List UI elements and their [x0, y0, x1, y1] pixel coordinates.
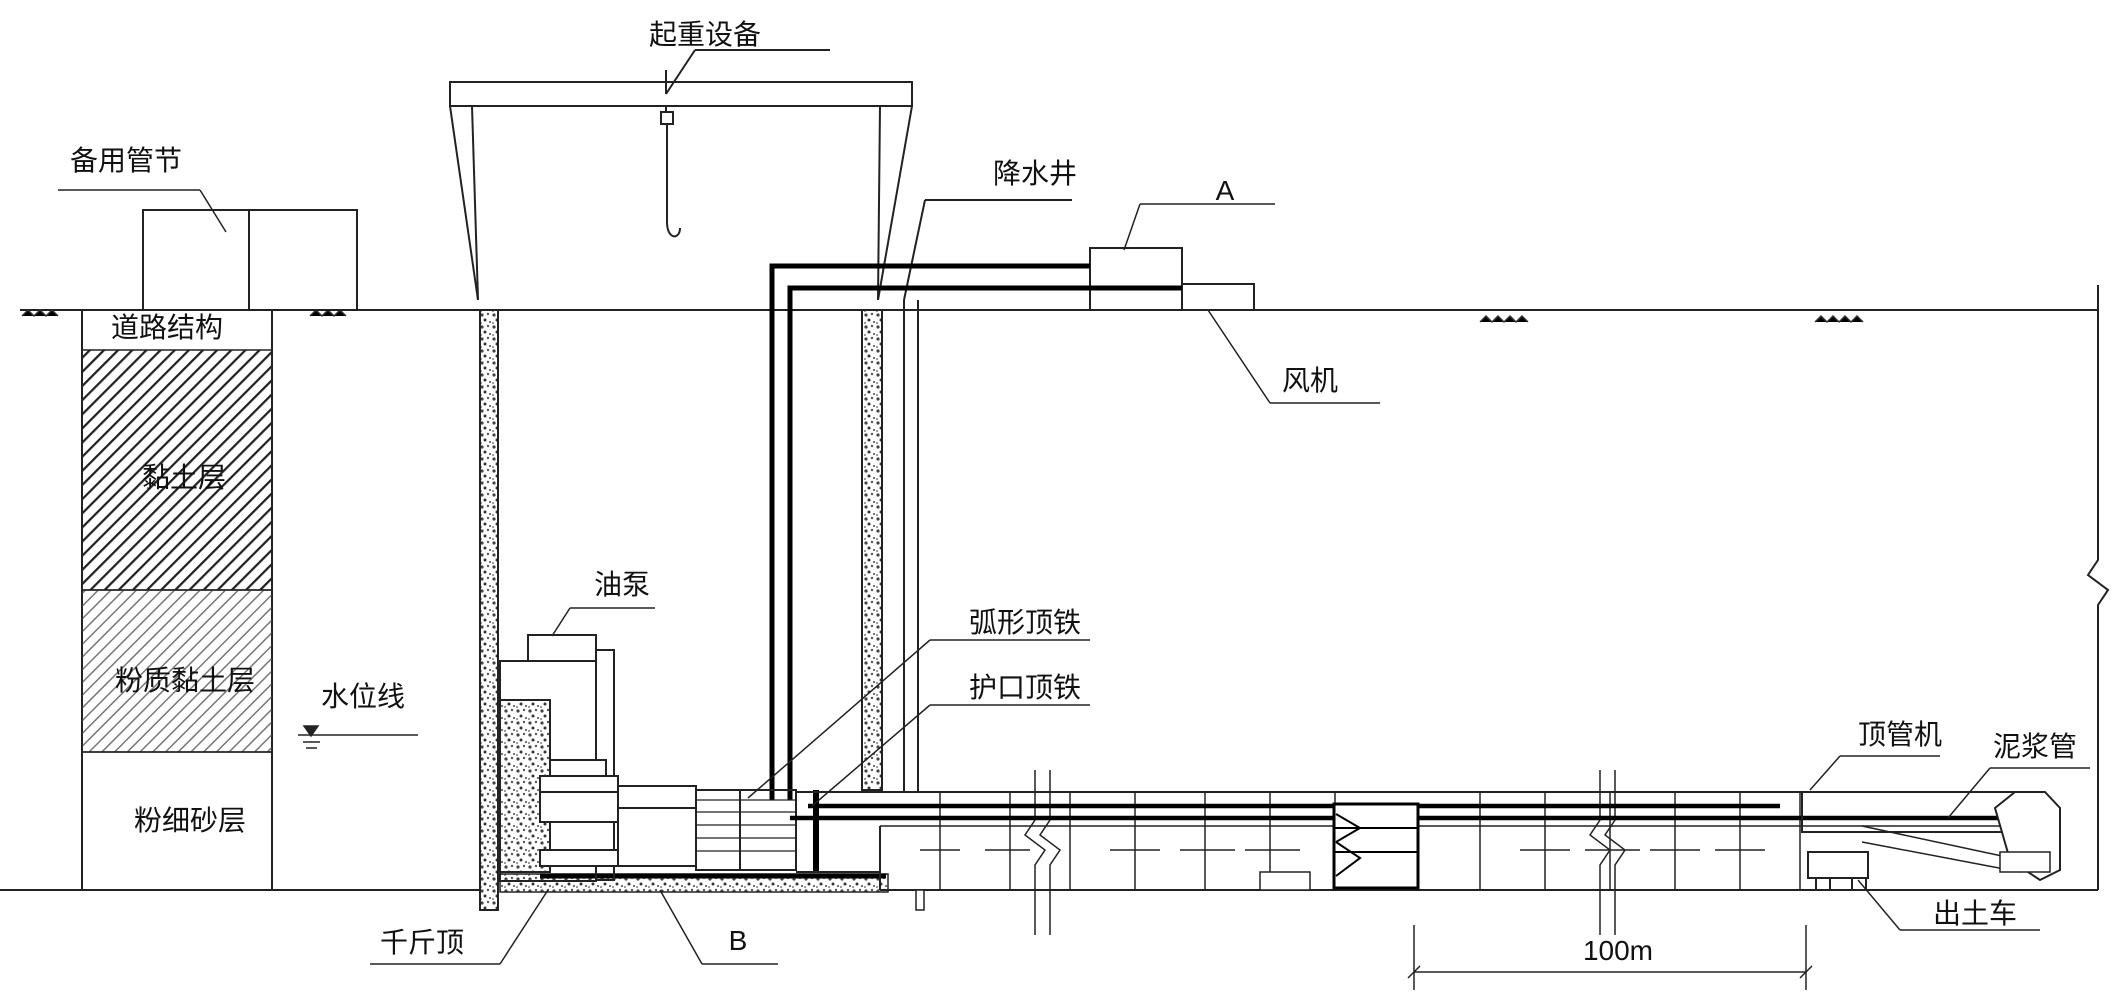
relay-station: [1332, 802, 1420, 890]
pipe-jacking-machine: [1801, 755, 2061, 882]
fine-sand-layer-label: 粉细砂层: [134, 804, 246, 837]
jack-label: 千斤顶: [380, 926, 464, 959]
clay-layer-fill: [81, 349, 273, 591]
fan-label: 风机: [1282, 364, 1338, 397]
spoil-cart-label: 出土车: [1933, 897, 2017, 930]
jacking-equipment: [499, 699, 819, 873]
crane: [449, 49, 913, 301]
crane-hook-icon: [660, 111, 681, 238]
water-level-triangle-icon: [302, 725, 320, 749]
collar-jacking-iron-label: 护口顶铁: [969, 671, 1081, 704]
point-b-label: B: [729, 925, 748, 956]
water-level: [298, 725, 418, 749]
silty-clay-layer-fill: [81, 589, 273, 753]
slurry-pipe-leader: [1947, 767, 2090, 819]
point-a-label: A: [1216, 175, 1235, 206]
spoil-cart: [1807, 851, 2040, 931]
slurry-pipe-label: 泥浆管: [1993, 730, 2077, 763]
bottom-leaders: [370, 889, 778, 965]
pipe-jacking-machine-label: 顶管机: [1858, 718, 1942, 751]
pipe-tunnel: [796, 770, 2098, 935]
soil-column: [0, 309, 490, 891]
ventilation-system: [769, 203, 1380, 800]
shaft-wall-right: [861, 309, 883, 791]
jacking-iron-leaders: [747, 639, 1090, 807]
ground-surface: [20, 285, 2110, 890]
spare-pipe-label: 备用管节: [70, 144, 182, 177]
clay-layer-label: 黏土层: [142, 461, 226, 494]
arc-jacking-iron-label: 弧形顶铁: [969, 606, 1081, 639]
oil-pump-label: 油泵: [594, 568, 650, 601]
crane-label: 起重设备: [649, 18, 761, 51]
water-level-label: 水位线: [321, 680, 405, 713]
spare-pipe-sections: [58, 189, 358, 311]
shaft-wall-left: [479, 309, 499, 911]
road-structure-label: 道路结构: [111, 311, 223, 344]
dewatering-well-label: 降水井: [993, 157, 1077, 190]
dimension-line: [1407, 925, 1813, 990]
dimension-label: 100m: [1583, 935, 1653, 966]
silty-clay-layer-label: 粉质黏土层: [115, 664, 255, 697]
